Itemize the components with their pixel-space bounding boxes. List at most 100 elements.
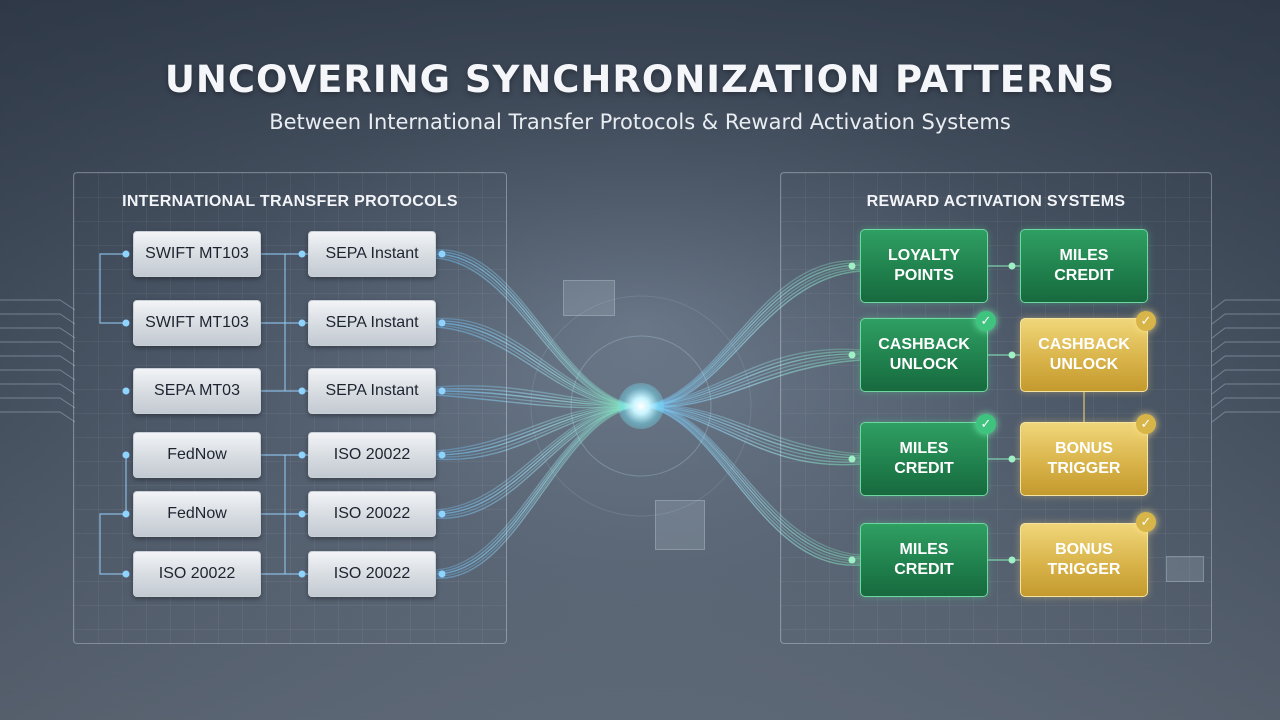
connector-dot — [298, 451, 306, 459]
protocol-node[interactable]: SWIFT MT103 — [133, 300, 261, 346]
page-title: UNCOVERING SYNCHRONIZATION PATTERNS — [164, 58, 1116, 101]
connector-dot — [1008, 556, 1016, 564]
circuit-trace — [1211, 327, 1280, 339]
flow-line — [640, 405, 861, 562]
connector-dot — [298, 510, 306, 518]
flow-line — [435, 405, 642, 577]
flow-line — [435, 249, 642, 407]
data-card-bottom — [655, 500, 705, 550]
flow-line — [640, 262, 861, 407]
check-icon: ✓ — [1136, 311, 1156, 331]
flow-line — [640, 351, 861, 407]
flow-line — [640, 260, 861, 407]
connector-dot — [122, 510, 130, 518]
protocol-node[interactable]: ISO 20022 — [308, 432, 436, 478]
reward-node[interactable]: MILES CREDIT — [860, 422, 988, 496]
check-icon: ✓ — [976, 311, 996, 331]
circuit-trace — [0, 341, 76, 353]
reward-node[interactable]: BONUS TRIGGER — [1020, 523, 1148, 597]
reward-node[interactable]: CASHBACK UNLOCK — [860, 318, 988, 392]
connector-dot — [122, 250, 130, 258]
flow-line — [435, 322, 642, 407]
core-ring-outer — [530, 295, 752, 517]
connector-dot — [122, 570, 130, 578]
circuit-trace — [1211, 355, 1280, 367]
circuit-trace — [1211, 383, 1280, 395]
flow-line — [640, 405, 861, 459]
core-ring — [570, 335, 712, 477]
connector-dot — [438, 510, 446, 518]
reward-node[interactable]: MILES CREDIT — [1020, 229, 1148, 303]
connector-dot — [1008, 262, 1016, 270]
flow-line — [435, 253, 642, 407]
protocol-node[interactable]: SEPA Instant — [308, 300, 436, 346]
flow-line — [640, 266, 861, 407]
connector-dot — [1008, 455, 1016, 463]
protocol-node[interactable]: FedNow — [133, 432, 261, 478]
flow-line — [640, 348, 861, 407]
flow-line — [640, 405, 861, 564]
connector-dot — [122, 319, 130, 327]
circuit-trace — [0, 299, 76, 311]
flow-line — [435, 318, 642, 407]
protocol-node[interactable]: FedNow — [133, 491, 261, 537]
circuit-trace — [0, 313, 76, 325]
flow-line — [435, 320, 642, 407]
node-connector — [99, 253, 126, 324]
protocol-node[interactable]: ISO 20022 — [308, 491, 436, 537]
reward-node[interactable]: BONUS TRIGGER — [1020, 422, 1148, 496]
circuit-trace — [0, 327, 76, 339]
connector-dot — [848, 455, 856, 463]
connector-dot — [848, 351, 856, 359]
connector-dot — [298, 319, 306, 327]
reward-node[interactable]: CASHBACK UNLOCK — [1020, 318, 1148, 392]
flow-line — [435, 385, 642, 407]
flow-line — [435, 405, 642, 573]
flow-line — [640, 405, 861, 560]
connector-dot — [298, 250, 306, 258]
flow-line — [640, 264, 861, 407]
circuit-trace — [1211, 369, 1280, 381]
connector-dot — [122, 451, 130, 459]
flow-line — [435, 405, 642, 511]
circuit-trace — [0, 355, 76, 367]
transfer-protocols-title: INTERNATIONAL TRANSFER PROTOCOLS — [122, 193, 458, 210]
protocol-node[interactable]: SEPA Instant — [308, 231, 436, 277]
flow-line — [640, 353, 861, 407]
connector-dot — [122, 387, 130, 395]
flow-line — [640, 405, 861, 566]
protocol-node[interactable]: SEPA MT03 — [133, 368, 261, 414]
flow-line — [435, 387, 642, 407]
page-subtitle: Between International Transfer Protocols… — [269, 110, 1011, 134]
connector-dot — [1008, 351, 1016, 359]
data-card-top — [563, 280, 615, 316]
reward-systems-title: REWARD ACTIVATION SYSTEMS — [866, 193, 1126, 210]
flow-line — [435, 404, 642, 452]
flow-line — [640, 404, 861, 455]
connector-dot — [848, 262, 856, 270]
flow-line — [435, 405, 642, 513]
circuit-trace — [0, 397, 76, 409]
protocol-node[interactable]: ISO 20022 — [133, 551, 261, 597]
check-icon: ✓ — [1136, 512, 1156, 532]
flow-line — [435, 405, 642, 579]
connector-dot — [848, 556, 856, 564]
circuit-trace — [1211, 411, 1280, 423]
flow-line — [640, 405, 861, 457]
circuit-trace — [0, 369, 76, 381]
protocol-node[interactable]: ISO 20022 — [308, 551, 436, 597]
node-connector — [99, 513, 126, 575]
data-grid-icon — [1166, 556, 1204, 582]
check-icon: ✓ — [976, 414, 996, 434]
flow-line — [640, 405, 861, 558]
circuit-trace — [1211, 299, 1280, 311]
protocol-node[interactable]: SWIFT MT103 — [133, 231, 261, 277]
reward-node[interactable]: LOYALTY POINTS — [860, 229, 988, 303]
reward-node[interactable]: MILES CREDIT — [860, 523, 988, 597]
check-icon: ✓ — [1136, 414, 1156, 434]
flow-line — [640, 405, 861, 461]
circuit-trace — [1211, 397, 1280, 409]
connector-dot — [438, 387, 446, 395]
protocol-node[interactable]: SEPA Instant — [308, 368, 436, 414]
connector-dot — [298, 570, 306, 578]
